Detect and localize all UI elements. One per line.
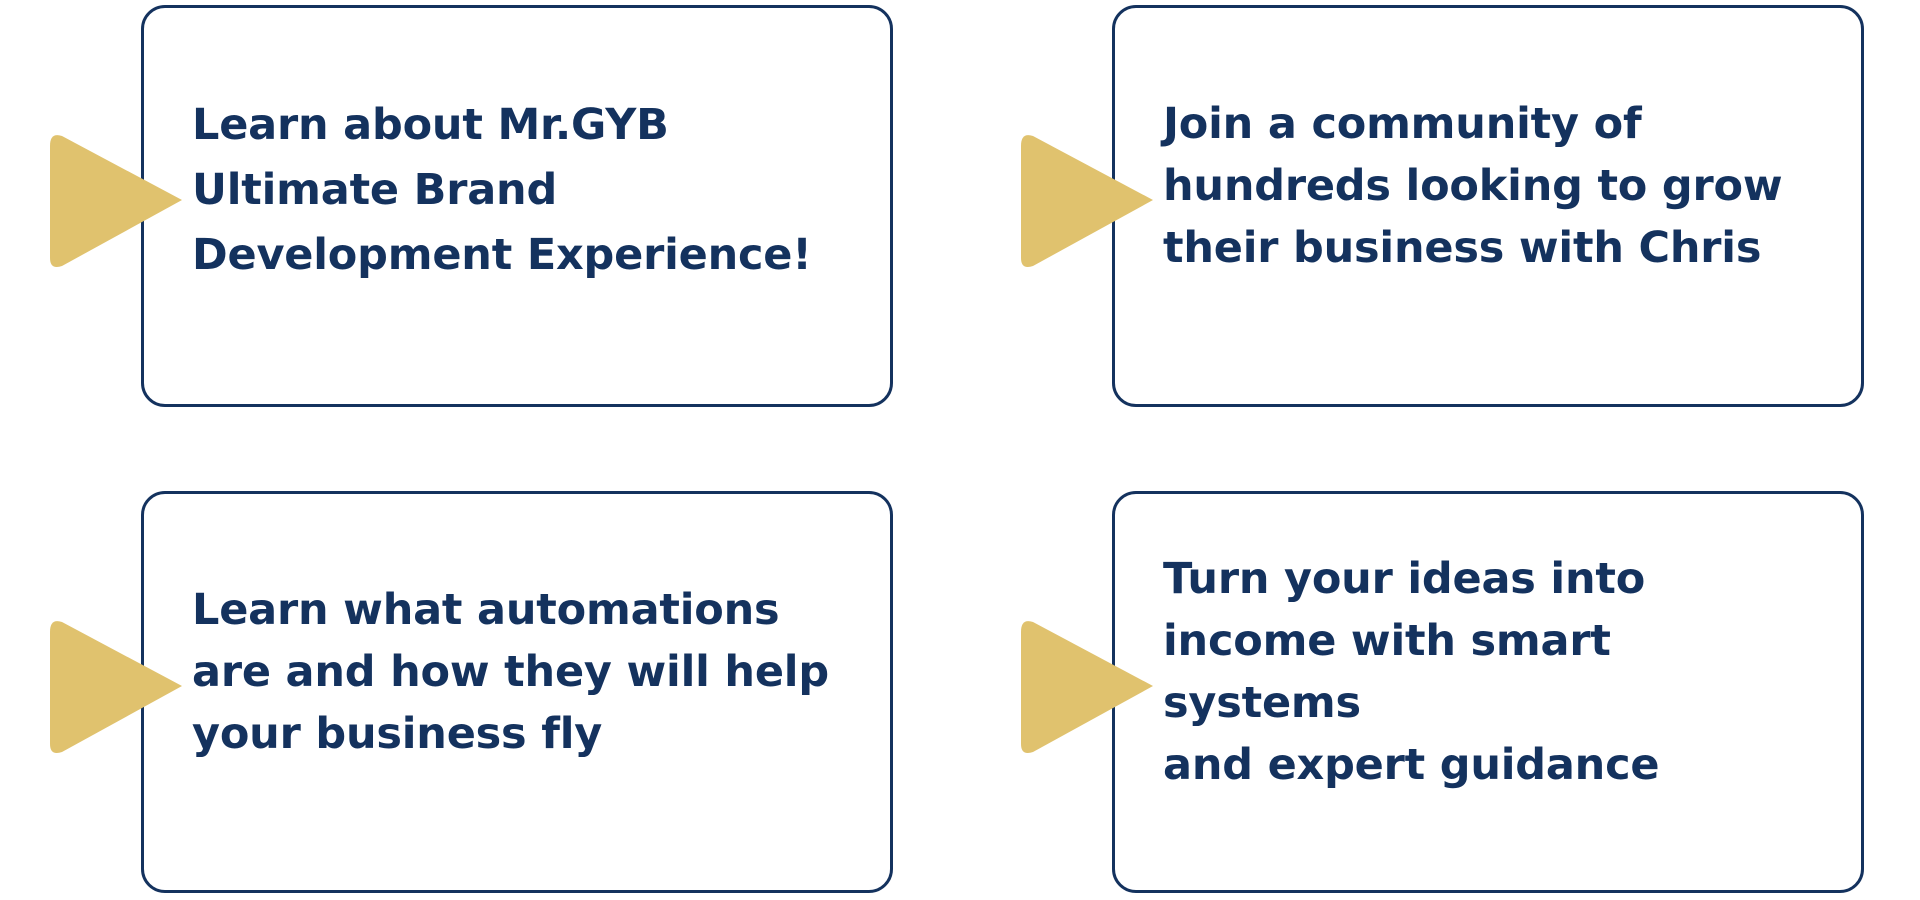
feature-card-brand-development: Learn about Mr.GYB Ultimate Brand Develo… [141, 5, 893, 407]
card-text: Turn your ideas into income with smart s… [1163, 554, 1660, 790]
feature-card-ideas-into-income: Turn your ideas into income with smart s… [1112, 491, 1864, 893]
card-text: Join a community of hundreds looking to … [1163, 99, 1783, 273]
feature-card-community: Join a community of hundreds looking to … [1112, 5, 1864, 407]
card-text: Learn about Mr.GYB Ultimate Brand Develo… [192, 99, 812, 280]
card-text: Learn what automations are and how they … [192, 585, 829, 759]
feature-card-automations: Learn what automations are and how they … [141, 491, 893, 893]
